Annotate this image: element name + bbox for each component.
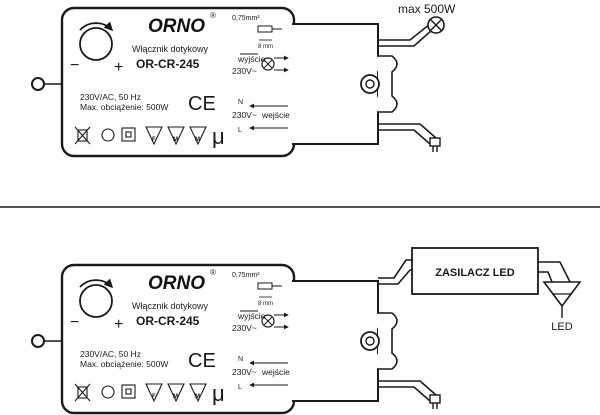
terminal-l: L xyxy=(238,127,242,134)
led-wiring xyxy=(538,261,571,283)
brand-logo-bottom: ORNO xyxy=(148,273,205,294)
wire-cross-section-bottom: 0,75mm² xyxy=(232,272,260,279)
cert-mark-m1-bottom: M xyxy=(173,394,178,400)
led-label: LED xyxy=(551,321,572,333)
bottom-panel: ORNO ® Włącznik dotykowy OR-CR-245 230V/… xyxy=(32,247,582,413)
cert-mark-m1: M xyxy=(173,137,178,143)
device-subtitle: Włącznik dotykowy xyxy=(132,44,209,54)
output-wiring-bottom xyxy=(378,259,412,285)
input-voltage: 230V~ xyxy=(232,110,257,120)
model-number: OR-CR-245 xyxy=(136,57,200,71)
dial-minus: − xyxy=(70,57,79,74)
top-panel: ORNO ® Włącznik dotykowy OR-CR-245 230V/… xyxy=(32,2,456,156)
terminal-n: N xyxy=(238,99,243,106)
output-voltage-bottom: 230V~ xyxy=(232,323,257,333)
plug-icon xyxy=(429,137,441,152)
output-wiring-top xyxy=(378,23,433,47)
spec-load-bottom: Max. obciążenie: 500W xyxy=(80,359,168,369)
cert-mark-f-bottom: F xyxy=(152,394,156,400)
ce-mark-bottom: CE xyxy=(188,350,216,372)
input-wiring-bottom xyxy=(378,380,437,402)
brand-logo: ORNO xyxy=(148,16,205,37)
dial-minus-bottom: − xyxy=(70,314,79,331)
strip-length-bottom: 8 mm xyxy=(258,301,273,307)
input-wiring-top xyxy=(378,123,437,145)
input-voltage-bottom: 230V~ xyxy=(232,367,257,377)
spec-voltage-bottom: 230V/AC, 50 Hz xyxy=(80,349,141,359)
spec-load: Max. obciążenie: 500W xyxy=(80,102,168,112)
led-driver-label: ZASILACZ LED xyxy=(435,267,514,279)
output-voltage: 230V~ xyxy=(232,66,257,76)
input-label-bottom: wejście xyxy=(261,367,290,377)
spec-voltage: 230V/AC, 50 Hz xyxy=(80,92,141,102)
output-label-bottom: wyjście xyxy=(237,311,266,321)
cert-mark-m2-bottom: M xyxy=(195,394,200,400)
terminal-l-bottom: L xyxy=(238,384,242,391)
plug-icon-bottom xyxy=(429,394,441,409)
led-driver-box xyxy=(411,247,539,295)
dial-plus: + xyxy=(114,59,123,76)
cert-mark-f: F xyxy=(152,137,156,143)
output-label: wyjście xyxy=(237,54,266,64)
registered-mark-bottom: ® xyxy=(210,268,216,277)
lamp-icon xyxy=(427,16,445,34)
micro-mark: μ xyxy=(212,124,225,149)
ce-mark: CE xyxy=(188,93,216,115)
device-subtitle-bottom: Włącznik dotykowy xyxy=(132,301,209,311)
model-number-bottom: OR-CR-245 xyxy=(136,314,200,328)
registered-mark: ® xyxy=(210,11,216,20)
lamp-max-label: max 500W xyxy=(398,2,456,16)
led-icon xyxy=(542,281,582,318)
terminal-n-bottom: N xyxy=(238,356,243,363)
cert-mark-m2: M xyxy=(195,137,200,143)
micro-mark-bottom: μ xyxy=(212,381,225,406)
dial-plus-bottom: + xyxy=(114,316,123,333)
strip-length: 8 mm xyxy=(258,44,273,50)
input-label: wejście xyxy=(261,110,290,120)
wire-cross-section: 0,75mm² xyxy=(232,15,260,22)
